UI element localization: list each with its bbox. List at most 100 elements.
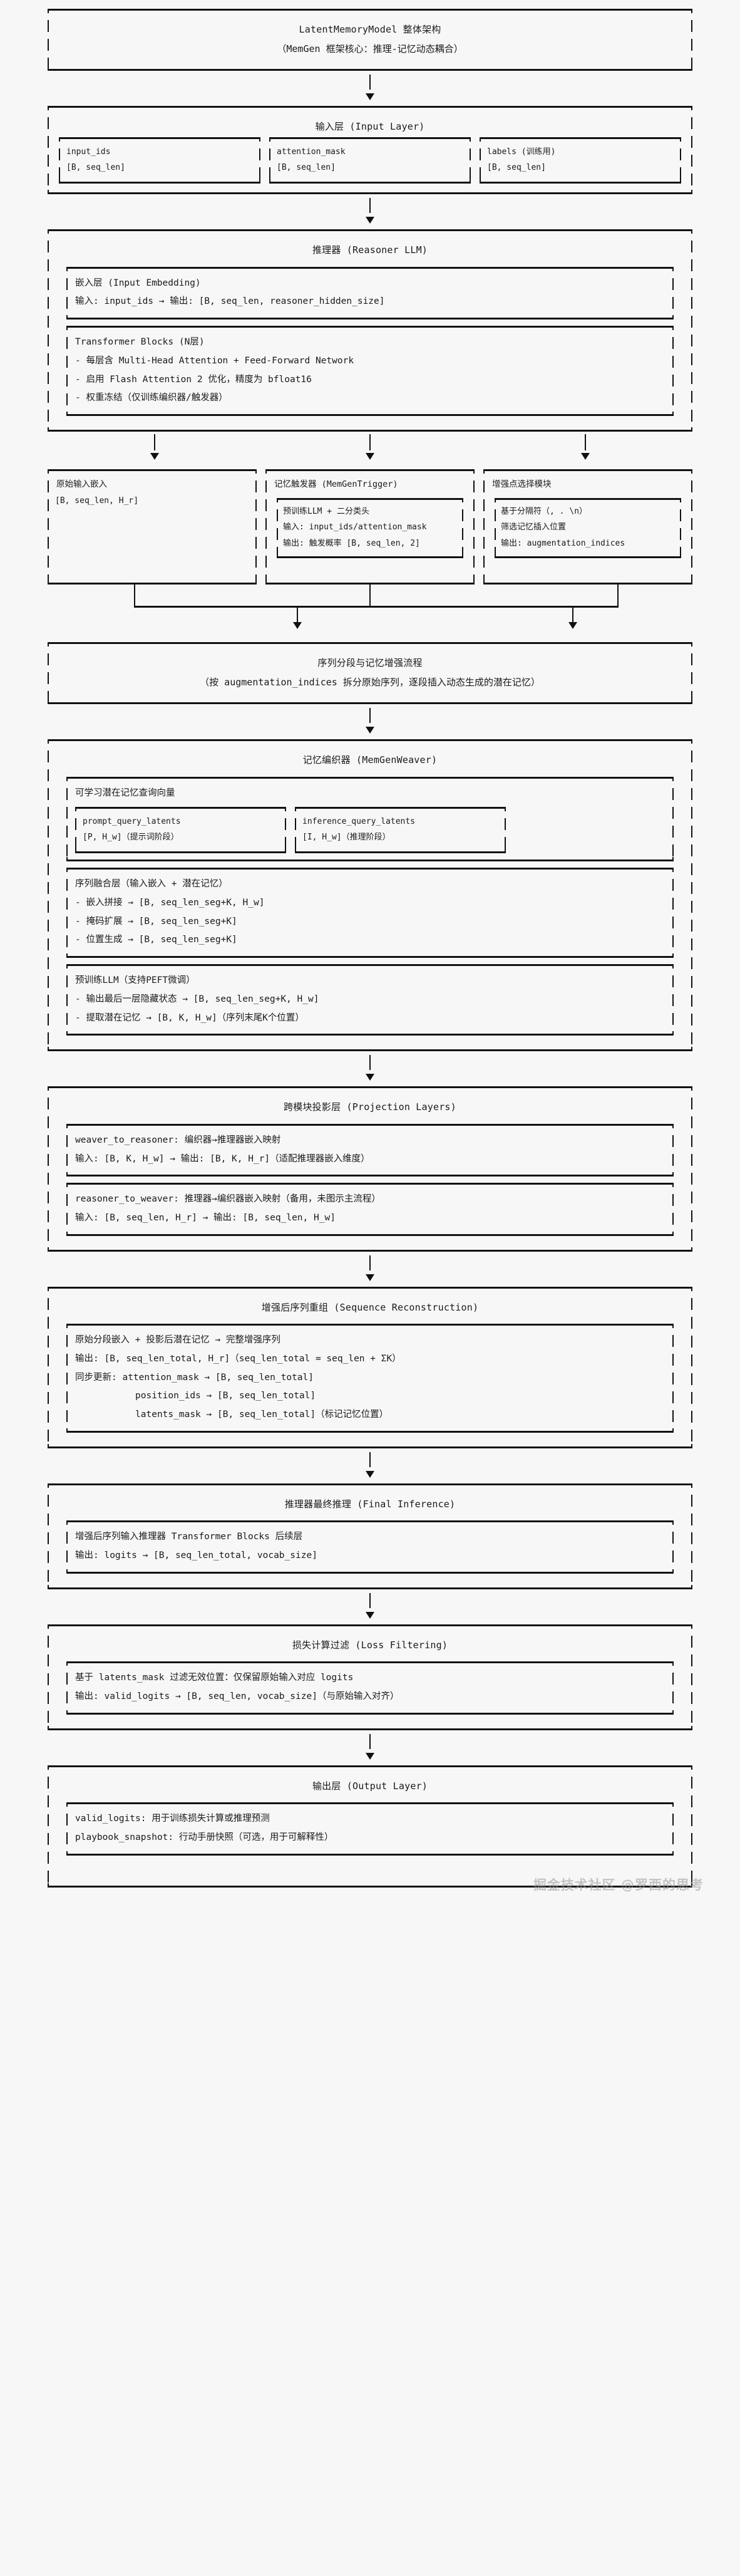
field-name: attention_mask: [277, 147, 346, 157]
latent-shape: [I, H_w]（推理阶段）: [302, 832, 391, 842]
transformer-bullet: - 权重冻结（仅训练编织器/触发器）: [75, 393, 228, 403]
fusion-bullet: - 位置生成 → [B, seq_len_seg+K]: [75, 935, 237, 945]
field-shape: [B, seq_len]: [487, 162, 546, 172]
latent-shape: [P, H_w]（提示词阶段）: [83, 832, 179, 842]
final-inference-line: 输出: logits → [B, seq_len_total, vocab_si…: [75, 1550, 317, 1561]
arrow-down-icon: [366, 1611, 374, 1619]
prompt-query-latents: prompt_query_latents [P, H_w]（提示词阶段）: [75, 806, 286, 854]
reasoner-title: 推理器 (Reasoner LLM): [312, 244, 428, 256]
field-box: input_ids [B, seq_len]: [59, 137, 260, 184]
module-title: 原始输入嵌入: [56, 479, 107, 489]
field-box: attention_mask [B, seq_len]: [269, 137, 471, 184]
embedding-title: 嵌入层 (Input Embedding): [75, 278, 201, 288]
connector-weaver-to-projection: [48, 1051, 692, 1086]
reconstruction-detail-block: 原始分段嵌入 + 投影后潜在记忆 → 完整增强序列 输出: [B, seq_le…: [66, 1324, 674, 1433]
selector-line: 基于分隔符（, . \n）: [501, 507, 587, 516]
output-layer-line: valid_logits: 用于训练损失计算或推理预测: [75, 1814, 270, 1824]
input-field-input-ids: input_ids [B, seq_len]: [59, 137, 260, 184]
trigger-line: 输出: 触发概率 [B, seq_len, 2]: [283, 538, 420, 548]
final-inference-detail-block: 增强后序列输入推理器 Transformer Blocks 后续层 输出: lo…: [66, 1520, 674, 1574]
input-field-attention-mask: attention_mask [B, seq_len]: [269, 137, 471, 184]
connector-loss-to-output: [48, 1730, 692, 1765]
weaver-to-reasoner-block: weaver_to_reasoner: 编织器→推理器嵌入映射 输入: [B, …: [66, 1123, 674, 1177]
connector-inference-to-loss: [48, 1589, 692, 1624]
projection-block-io: 输入: [B, seq_len, H_r] → 输出: [B, seq_len,…: [75, 1212, 336, 1223]
module-box: 原始输入嵌入 [B, seq_len, H_r]: [48, 469, 257, 585]
peft-block: 预训练LLM（支持PEFT微调） - 输出最后一层隐藏状态 → [B, seq_…: [66, 964, 674, 1036]
connector-segmentation-to-weaver: [48, 704, 692, 739]
loss-filtering-line: 基于 latents_mask 过滤无效位置：仅保留原始输入对应 logits: [75, 1673, 354, 1683]
loss-filtering-box: 损失计算过滤 (Loss Filtering) 基于 latents_mask …: [48, 1624, 692, 1730]
architecture-diagram: LatentMemoryModel 整体架构 （MemGen 框架核心：推理-记…: [48, 9, 703, 1893]
trigger-detail-block: 预训练LLM + 二分类头 输入: input_ids/attention_ma…: [277, 498, 463, 559]
module-shape: [B, seq_len, H_r]: [55, 496, 139, 506]
field-shape: [B, seq_len]: [66, 162, 125, 172]
output-layer-box: 输出层 (Output Layer) valid_logits: 用于训练损失计…: [48, 1765, 692, 1888]
latent-box: prompt_query_latents [P, H_w]（提示词阶段）: [75, 806, 286, 854]
fusion-bullet: - 嵌入拼接 → [B, seq_len_seg+K, H_w]: [75, 897, 265, 908]
weaver-title: 记忆编织器 (MemGenWeaver): [302, 754, 438, 766]
connector-projection-to-reconstruction: [48, 1252, 692, 1287]
reasoner-to-weaver-block: reasoner_to_weaver: 推理器→编织器嵌入映射（备用，未图示主流…: [66, 1183, 674, 1236]
projection-title: 跨模块投影层 (Projection Layers): [284, 1101, 456, 1113]
arrow-down-icon: [366, 1752, 374, 1760]
field-name: labels (训练用): [487, 147, 556, 157]
output-layer-title: 输出层 (Output Layer): [312, 1780, 428, 1792]
reconstruction-title: 增强后序列重组 (Sequence Reconstruction): [261, 1301, 479, 1313]
query-latents-block: 可学习潜在记忆查询向量 prompt_query_latents [P, H_w…: [66, 776, 674, 862]
module-box: 记忆触发器 (MemGenTrigger) 预训练LLM + 二分类头 输入: …: [265, 469, 475, 585]
arrow-down-icon: [366, 217, 374, 224]
reconstruction-box: 增强后序列重组 (Sequence Reconstruction) 原始分段嵌入…: [48, 1286, 692, 1448]
fusion-bullet: - 掩码扩展 → [B, seq_len_seg+K]: [75, 916, 237, 927]
arrow-down-icon: [366, 1470, 374, 1478]
trigger-line: 预训练LLM + 二分类头: [283, 507, 369, 516]
arrow-down-icon: [366, 1074, 374, 1081]
field-shape: [B, seq_len]: [277, 162, 336, 172]
selector-detail-block: 基于分隔符（, . \n） 筛选记忆插入位置 输出: augmentation_…: [495, 498, 681, 559]
page-title: LatentMemoryModel 整体架构: [299, 24, 441, 35]
connector-header-to-input: [48, 71, 692, 106]
embedding-block: 嵌入层 (Input Embedding) 输入: input_ids → 输出…: [66, 266, 674, 320]
page-subtitle: （MemGen 框架核心：推理-记忆动态耦合）: [277, 43, 463, 55]
fusion-title: 序列融合层（输入嵌入 + 潜在记忆）: [75, 879, 228, 890]
module-box: 增强点选择模块 基于分隔符（, . \n） 筛选记忆插入位置 输出: augme…: [483, 469, 692, 585]
input-layer-title: 输入层 (Input Layer): [315, 121, 425, 132]
reconstruction-line: 原始分段嵌入 + 投影后潜在记忆 → 完整增强序列: [75, 1335, 280, 1346]
latent-name: inference_query_latents: [302, 816, 416, 826]
trigger-line: 输入: input_ids/attention_mask: [283, 522, 427, 532]
projection-block-io: 输入: [B, K, H_w] → 输出: [B, K, H_r]（适配推理器嵌…: [75, 1153, 370, 1164]
module-original-embedding: 原始输入嵌入 [B, seq_len, H_r]: [48, 469, 257, 585]
input-layer-box: 输入层 (Input Layer) input_ids [B, seq_len]…: [48, 106, 692, 195]
transformer-title: Transformer Blocks (N层): [75, 337, 205, 348]
projection-block-title: weaver_to_reasoner: 编织器→推理器嵌入映射: [75, 1135, 281, 1145]
fusion-block: 序列融合层（输入嵌入 + 潜在记忆） - 嵌入拼接 → [B, seq_len_…: [66, 868, 674, 958]
module-memgen-trigger: 记忆触发器 (MemGenTrigger) 预训练LLM + 二分类头 输入: …: [265, 469, 475, 585]
header-box: LatentMemoryModel 整体架构 （MemGen 框架核心：推理-记…: [48, 9, 692, 71]
projection-box: 跨模块投影层 (Projection Layers) weaver_to_rea…: [48, 1086, 692, 1252]
connector-input-to-reasoner: [48, 194, 692, 229]
final-inference-box: 推理器最终推理 (Final Inference) 增强后序列输入推理器 Tra…: [48, 1483, 692, 1589]
field-box: labels (训练用) [B, seq_len]: [480, 137, 681, 184]
final-inference-line: 增强后序列输入推理器 Transformer Blocks 后续层: [75, 1532, 303, 1542]
latents-spacer: [515, 807, 665, 854]
connector-reconstruction-to-inference: [48, 1448, 692, 1483]
connector-merge: [48, 584, 692, 642]
transformer-bullet: - 每层含 Multi-Head Attention + Feed-Forwar…: [75, 355, 354, 366]
segmentation-title: 序列分段与记忆增强流程: [317, 657, 423, 669]
peft-bullet: - 输出最后一层隐藏状态 → [B, seq_len_seg+K, H_w]: [75, 994, 319, 1004]
arrow-down-icon: [366, 1274, 374, 1281]
reconstruction-line: 输出: [B, seq_len_total, H_r]（seq_len_tota…: [75, 1353, 401, 1364]
query-latents-title: 可学习潜在记忆查询向量: [75, 787, 175, 798]
reconstruction-line: 同步更新: attention_mask → [B, seq_len_total…: [75, 1372, 314, 1383]
weaver-box: 记忆编织器 (MemGenWeaver) 可学习潜在记忆查询向量 prompt_…: [48, 739, 692, 1052]
parallel-modules-row: 原始输入嵌入 [B, seq_len, H_r] 记忆触发器 (MemGenTr…: [48, 469, 692, 585]
loss-filtering-detail-block: 基于 latents_mask 过滤无效位置：仅保留原始输入对应 logits …: [66, 1661, 674, 1715]
latent-name: prompt_query_latents: [83, 816, 181, 826]
module-augmentation-selector: 增强点选择模块 基于分隔符（, . \n） 筛选记忆插入位置 输出: augme…: [483, 469, 692, 585]
output-layer-line: playbook_snapshot: 行动手册快照（可选，用于可解释性）: [75, 1832, 334, 1842]
reconstruction-line: position_ids → [B, seq_len_total]: [75, 1391, 316, 1401]
final-inference-title: 推理器最终推理 (Final Inference): [284, 1498, 456, 1510]
arrow-down-icon: [366, 727, 374, 734]
module-title: 记忆触发器 (MemGenTrigger): [274, 479, 398, 489]
inference-query-latents: inference_query_latents [I, H_w]（推理阶段）: [295, 806, 506, 854]
